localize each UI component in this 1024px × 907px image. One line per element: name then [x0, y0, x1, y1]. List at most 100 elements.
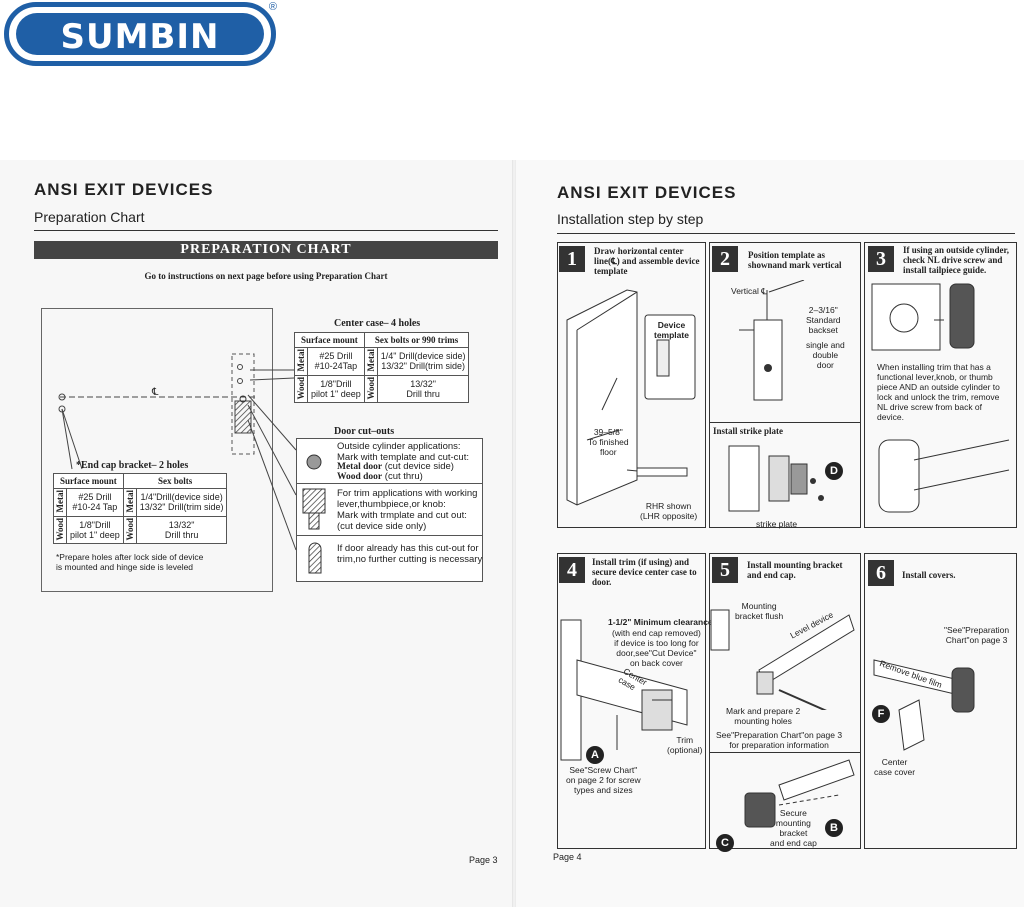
surface-mount-cell: #25 Drill #10-24Tap: [307, 347, 365, 376]
sex-bolt-cell: 13/32" Drill thru: [376, 374, 470, 404]
step-number: 6: [868, 560, 894, 586]
strike-plate-label: strike plate: [756, 519, 798, 529]
step-5-divider: [710, 752, 860, 753]
clearance-note: (with end cap removed) if device is too …: [612, 628, 701, 668]
badge-b: B: [825, 819, 843, 837]
step-number: 1: [559, 246, 585, 272]
brand-logo: SUMBIN ®: [4, 1, 277, 66]
logo-text: SUMBIN: [60, 17, 220, 57]
cutout-text: Outside cylinder applications: Mark with…: [337, 441, 469, 463]
screw-chart-note: See"Screw Chart" on page 2 for screw typ…: [566, 765, 641, 795]
see-prep-step6: "See"Preparation Chart"on page 3: [944, 625, 1010, 645]
instruction-note: Go to instructions on next page before u…: [144, 271, 388, 281]
step-title: Install covers.: [902, 570, 956, 580]
device-template-label: Device template: [654, 320, 689, 340]
right-subtitle: Installation step by step: [557, 211, 704, 227]
cylinder-cutout-icon: [306, 454, 322, 470]
floor-dimension: 39–5/8" To finished floor: [588, 427, 629, 457]
step-6-panel: [864, 553, 1017, 849]
step-title: Install trim (if using) and secure devic…: [592, 557, 697, 587]
step-title: Position template as shownand mark verti…: [748, 250, 842, 270]
backset-label: 2–3/16" Standard backset: [806, 305, 841, 335]
step-5-panel: [709, 553, 861, 849]
badge-c: C: [716, 834, 734, 852]
secure-mounting-label: Secure mounting bracket and end cap: [770, 808, 817, 848]
existing-cutout-icon: [308, 542, 322, 574]
step-3-panel: [864, 242, 1017, 528]
table-row: Metal #25 Drill #10-24Tap Metal 1/4" Dri…: [294, 347, 470, 376]
table-row: Wood 1/8"Drill pilot 1" deep Wood 13/32"…: [294, 374, 470, 404]
trim-cutout-icon: [302, 488, 326, 530]
badge-f: F: [872, 705, 890, 723]
surface-mount-cell: 1/8"Drill pilot 1" deep: [307, 374, 365, 404]
step-4-panel: [557, 553, 706, 849]
page-fold: [512, 160, 516, 907]
door-cutouts-box: Outside cylinder applications: Mark with…: [296, 438, 483, 582]
step-number: 2: [712, 246, 738, 272]
step-number: 4: [559, 557, 585, 583]
mounting-bracket-drawing: [710, 609, 855, 710]
single-double-label: single and double door: [806, 340, 845, 370]
mark-prepare-label: Mark and prepare 2 mounting holes: [726, 706, 801, 726]
right-title-rule: [557, 233, 1015, 234]
surface-mount-cell: 1/8"Drill pilot 1" deep: [66, 515, 124, 545]
page-number: Page 4: [553, 852, 582, 862]
center-case-cover-label: Center case cover: [874, 757, 916, 777]
wood-door-label: Wood door: [337, 472, 383, 482]
center-case-drawing: [560, 619, 688, 761]
page-number: Page 3: [469, 855, 498, 865]
wood-door-note: (cut thru): [382, 471, 423, 482]
cutout-text: For trim applications with working lever…: [337, 488, 478, 532]
rhr-note: RHR shown (LHR opposite): [640, 501, 698, 521]
sex-bolt-cell: 1/4" Drill(device side) 13/32" Drill(tri…: [376, 347, 470, 376]
right-title: ANSI EXIT DEVICES: [557, 183, 737, 202]
logo-registered-mark: ®: [268, 1, 277, 13]
step-1-panel: [557, 242, 706, 528]
cutout-item: Outside cylinder applications: Mark with…: [297, 439, 482, 484]
table-header: Sex bolts: [122, 473, 228, 489]
see-prep-label: See"Preparation Chart"on page 3 for prep…: [716, 730, 843, 750]
cutout-item: For trim applications with working lever…: [297, 483, 482, 536]
end-cap-drawing: [744, 759, 855, 828]
covers-drawing: [873, 659, 975, 751]
table-header: Sex bolts or 990 trims: [363, 332, 470, 348]
step-2-panel: [709, 242, 861, 528]
badge-a: A: [586, 746, 604, 764]
left-title: ANSI EXIT DEVICES: [34, 180, 214, 199]
leader-lines: [247, 369, 297, 551]
metal-door-note: (cut device side): [382, 461, 454, 472]
door-cutouts-title: Door cut–outs: [334, 426, 395, 437]
center-case-table: Surface mount Sex bolts or 990 trims Met…: [294, 332, 470, 404]
device-back-drawing: [878, 439, 1010, 513]
preparation-chart-band: PREPARATION CHART: [34, 241, 498, 259]
centerline-symbol: ℄: [152, 387, 159, 398]
mounting-flush-label: Mounting bracket flush: [735, 601, 784, 621]
step-title: Install mounting bracket and end cap.: [747, 560, 843, 580]
trim-optional-label: Trim (optional): [667, 735, 703, 755]
end-cap-note: *Prepare holes after lock side of device…: [56, 552, 204, 572]
cutout-text: If door already has this cut-out for tri…: [337, 543, 483, 565]
door-template-drawing: [566, 289, 696, 506]
end-cap-title: *End cap bracket– 2 holes: [76, 460, 189, 471]
template-position-drawing: [739, 280, 805, 401]
left-subtitle: Preparation Chart: [34, 209, 145, 225]
step-title: Draw horizontal center line(℄) and assem…: [594, 246, 700, 276]
clearance-label: 1-1/2" Minimum clearance: [608, 617, 713, 627]
end-cap-table: Surface mount Sex bolts Metal #25 Drill …: [53, 473, 228, 545]
strike-plate-drawing: [728, 445, 824, 512]
tailpiece-drawing: [871, 283, 975, 351]
step-number: 3: [868, 246, 894, 272]
step-3-text: When installing trim that has a function…: [877, 362, 1000, 422]
left-title-rule: [34, 230, 498, 231]
table-row: Wood 1/8"Drill pilot 1" deep Wood 13/32"…: [53, 515, 228, 545]
step-number: 5: [712, 557, 738, 583]
strike-plate-title: Install strike plate: [713, 426, 784, 436]
sex-bolt-cell: 13/32" Drill thru: [135, 515, 228, 545]
step-2-divider: [710, 422, 860, 423]
center-case-title: Center case– 4 holes: [334, 318, 421, 329]
badge-d: D: [825, 462, 843, 480]
vertical-label: Vertical ℄: [731, 286, 767, 296]
sex-bolt-cell: 1/4"Drill(device side) 13/32" Drill(trim…: [135, 488, 228, 517]
step-title: If using an outside cylinder, check NL d…: [903, 245, 1009, 275]
cutout-item: If door already has this cut-out for tri…: [297, 535, 482, 581]
